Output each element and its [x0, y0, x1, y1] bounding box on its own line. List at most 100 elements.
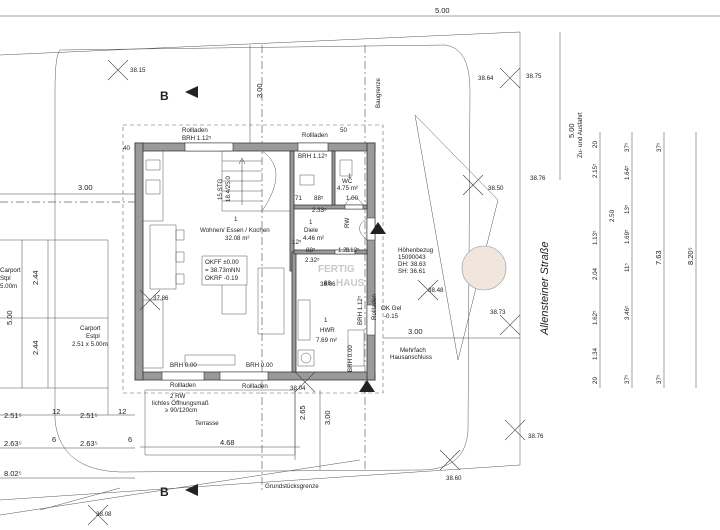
section-label-bottom: B	[160, 485, 169, 499]
building	[135, 143, 375, 380]
zrw-line-1: 2 RW	[170, 393, 186, 400]
dim-265: 2.65	[298, 405, 307, 420]
okff-box	[202, 256, 247, 285]
wall-top	[135, 143, 375, 151]
room-number-living: 1	[234, 216, 238, 223]
ok-gel-line-2: -0.15	[384, 313, 399, 320]
height-ref-1: Höhenbezug	[398, 247, 434, 254]
dim-12-b: 12	[118, 407, 126, 416]
dim-6-a: 6	[52, 435, 56, 444]
tv-unit	[185, 355, 235, 365]
brh-000-bottom-left: BRH 0.00	[170, 362, 197, 369]
section-arrow-top	[185, 86, 198, 98]
bottom-arrow	[359, 380, 375, 392]
watermark-line-2: HAUS	[336, 278, 365, 289]
vdim-375-b: 37⁵	[624, 374, 631, 384]
rollladen-top-right: Rollladen	[302, 132, 328, 139]
room-living-area: 32.08 m²	[225, 235, 249, 242]
window-bottom-left	[162, 372, 204, 380]
brh-112-top-right: BRH 1.12⁵	[298, 153, 328, 160]
dim-500-right: 5.00	[567, 123, 576, 138]
dim-50: 50	[340, 127, 347, 134]
wc-toilet	[340, 160, 352, 176]
carport-side-type: Stpl	[0, 275, 11, 282]
window-right-hwr	[367, 305, 375, 335]
hwr-washer	[298, 350, 314, 366]
dim-263-a: 2.63⁵	[4, 439, 22, 448]
x-mark	[500, 315, 520, 335]
rollladen-top-left: Rollladen	[182, 127, 208, 134]
kitchen-counter	[143, 151, 163, 221]
dim-88a: 88⁵	[306, 247, 316, 254]
elev-3875: 38.75	[526, 73, 542, 80]
elev-3876a: 38.76	[530, 175, 546, 182]
x-mark	[108, 60, 128, 80]
x-mark	[505, 420, 525, 440]
rollladen-right: Rollladen	[371, 294, 378, 320]
plot-line-top	[0, 32, 520, 55]
dim-263-b: 2.63⁵	[80, 439, 98, 448]
elevation-markers	[88, 60, 525, 525]
vdim-204: 2.04	[592, 267, 599, 280]
boundary-right-label: Baugrenze	[375, 78, 382, 108]
dim-125: 12⁵	[292, 239, 302, 246]
chair-1	[176, 230, 184, 240]
boundary-bottom-label: Grundstücksgrenze	[265, 483, 319, 490]
x-mark	[500, 68, 520, 88]
vdim-20-b: 20	[592, 377, 599, 384]
zrw-line-3: ≥ 90/120cm	[165, 407, 197, 414]
vdim-134: 1.34	[592, 347, 599, 360]
plot-line-bottom	[0, 465, 520, 500]
dim-233: 2.33⁵	[312, 207, 327, 214]
rollladen-bottom-left: Rollladen	[170, 382, 196, 389]
brh-000-right: BRH 0.00	[347, 345, 354, 372]
wc-basin	[300, 175, 314, 185]
dim-251-a: 2.51⁵	[4, 411, 22, 420]
dim-244-a: 2.44	[31, 270, 40, 285]
elev-3850: 38.50	[488, 185, 504, 192]
window-bottom-mid	[220, 372, 268, 380]
section-arrow-bottom	[185, 484, 198, 496]
kitchen-island	[143, 300, 163, 368]
chair-3	[176, 274, 184, 284]
brh-000-bottom-mid: BRH 0.00	[246, 362, 273, 369]
sofa	[258, 268, 284, 334]
carport-type: Estpl	[86, 333, 100, 340]
room-number-diele: 1	[309, 219, 313, 226]
street-label: Allensteiner Straße	[539, 241, 551, 336]
elev-3815: 38.15	[130, 67, 146, 74]
height-ref-4: SH: 36.61	[398, 268, 426, 275]
property-boundary	[55, 45, 470, 472]
building-envelope	[123, 125, 383, 393]
staircase	[222, 151, 290, 211]
hatched-circle	[462, 246, 506, 290]
dim-88b: 88⁵	[314, 195, 324, 202]
elev-3808: 38.08	[96, 511, 112, 518]
vdim-162: 1.62⁵	[592, 310, 599, 325]
vdim-20-a: 20	[592, 141, 599, 148]
section-markers	[185, 86, 506, 496]
vdim-115: 11⁵	[624, 263, 631, 272]
x-mark	[140, 290, 160, 310]
section-label-top: B	[160, 89, 169, 103]
wall-wc-bottom	[294, 205, 367, 209]
okff-line-3: OKRF -0.19	[205, 275, 239, 282]
rollladen-bottom-mid: Rollladen	[242, 383, 268, 390]
door-swing-wc	[345, 198, 363, 206]
chair-2	[176, 252, 184, 262]
dim-500-left: 5.00	[5, 310, 14, 325]
elev-3860: 38.60	[446, 475, 462, 482]
dim-71: 71	[295, 195, 302, 202]
brh-112-top-left: BRH 1.12⁵	[182, 135, 212, 142]
room-living-name: Wohnen/ Essen / Kochen	[200, 227, 270, 234]
terrace-label: Terrasse	[195, 420, 219, 427]
stove	[146, 180, 160, 194]
dimension-lines	[0, 32, 696, 478]
brh-112-right: BRH 1.12⁵	[357, 295, 364, 325]
site-boundaries	[0, 16, 720, 515]
fixtures	[143, 151, 367, 368]
vdim-820: 8.20⁵	[686, 247, 695, 265]
dim-300-stair: 3.00	[255, 83, 264, 98]
vdim-375-a: 37⁵	[624, 142, 631, 152]
